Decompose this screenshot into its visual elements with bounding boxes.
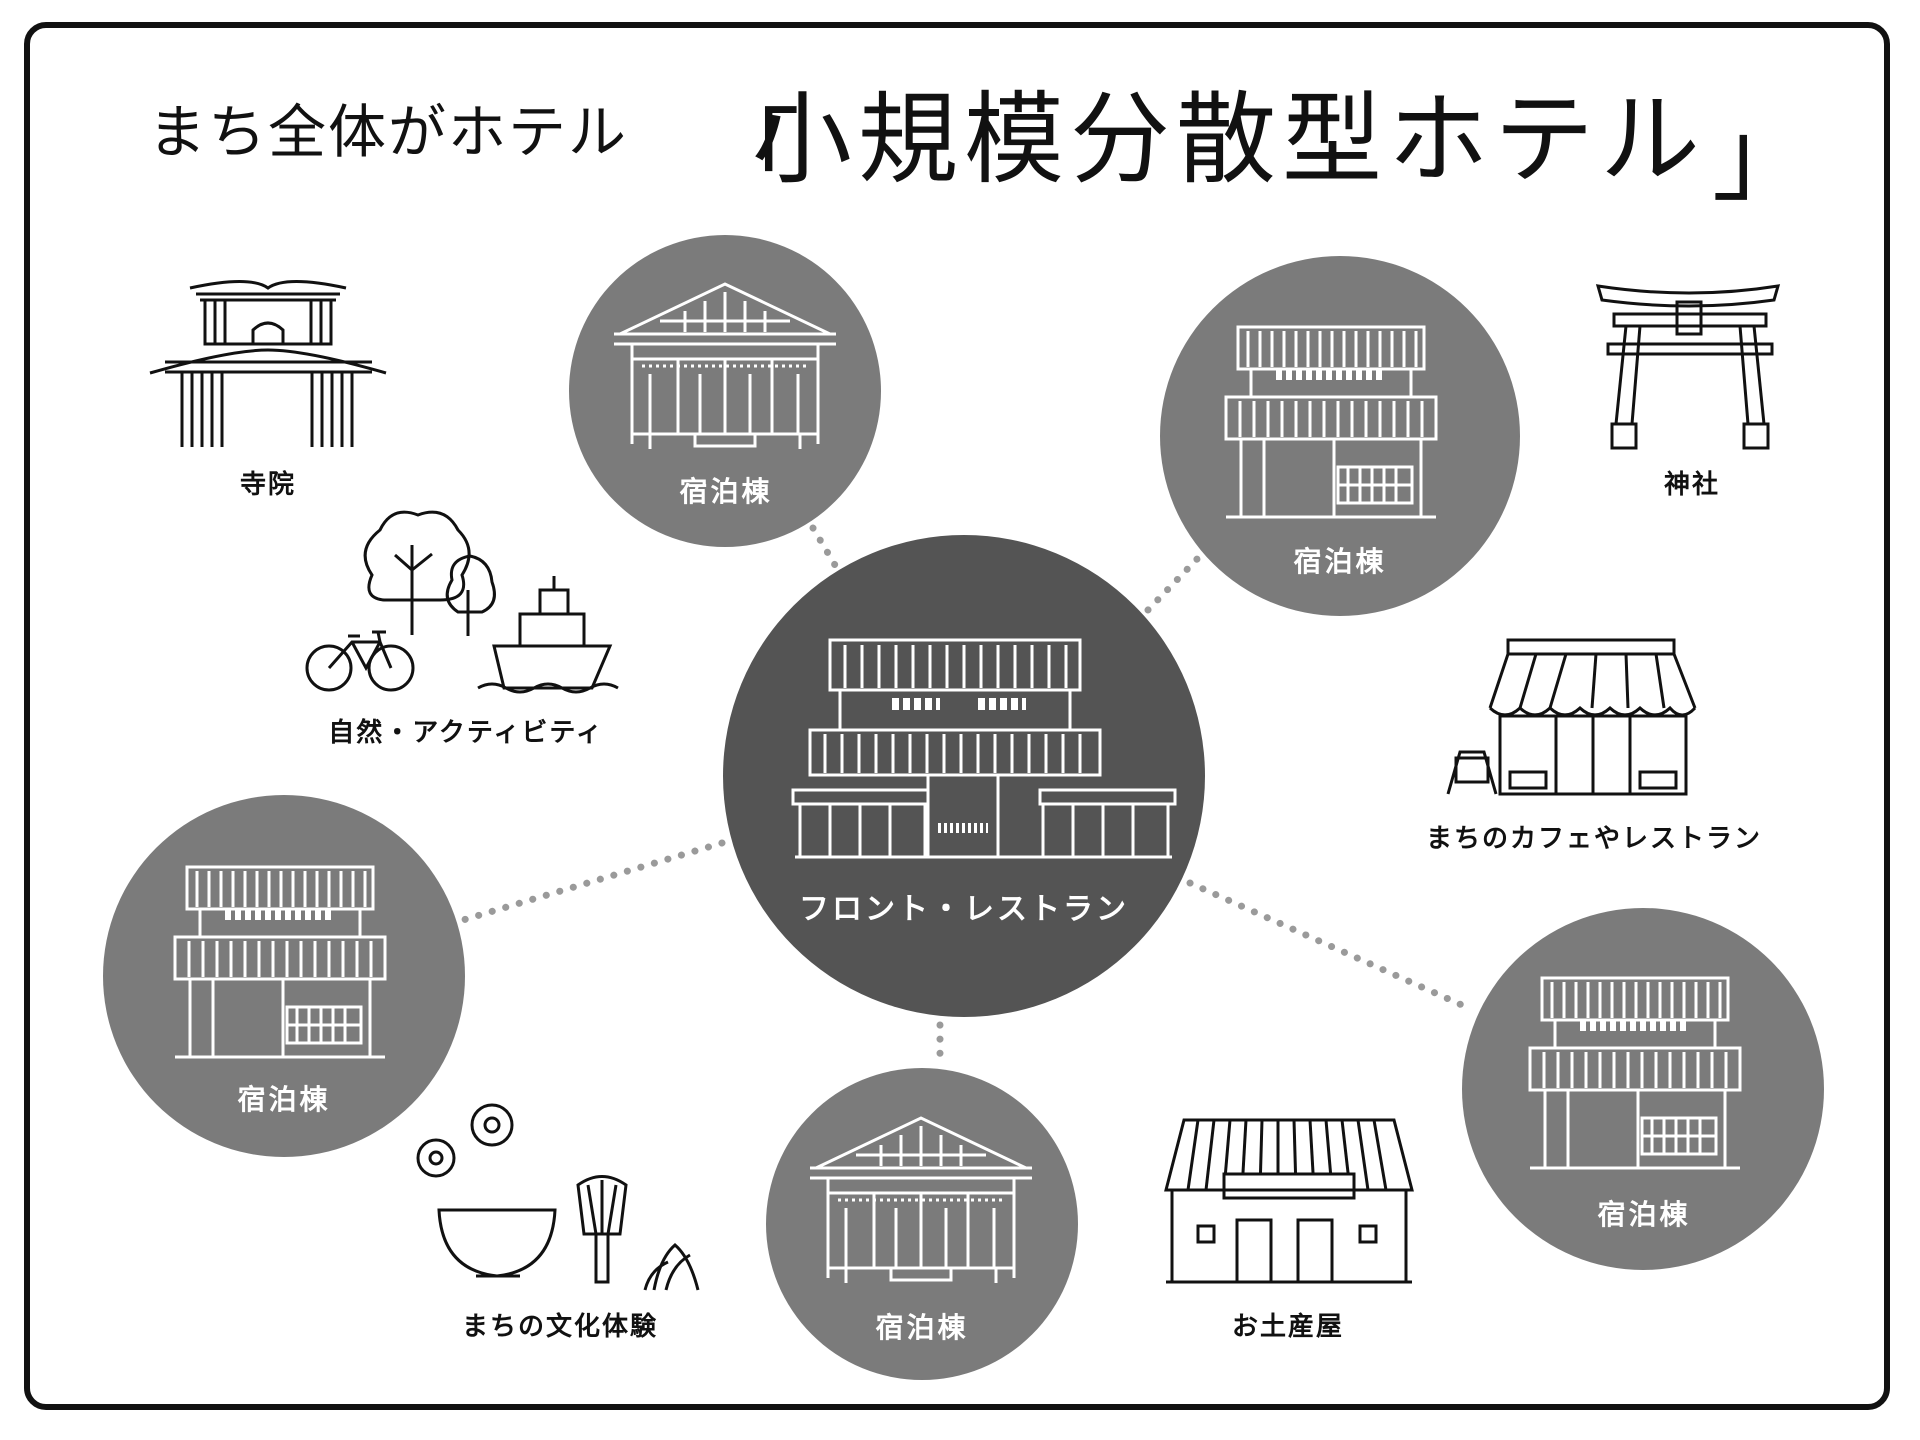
connector-right: [1186, 879, 1477, 1014]
front-restaurant-building-icon: [791, 638, 1177, 859]
lodging-house-icon-top-left: [612, 282, 838, 451]
lodging-label-left: 宿泊棟: [237, 1083, 331, 1116]
cafe-restaurant-label: まちのカフェやレストラン: [1425, 824, 1763, 854]
culture-experience-label: まちの文化体験: [461, 1312, 659, 1342]
lodging-house-icon-bottom: [808, 1116, 1034, 1285]
temple-label: 寺院: [239, 470, 297, 500]
nature-activity-label: 自然・アクティビティ: [328, 718, 604, 748]
lodging-circle-left[interactable]: [103, 795, 465, 1157]
lodging-machiya-icon-left: [175, 867, 385, 1057]
title-main: 小規模分散型ホテル: [752, 81, 1706, 198]
souvenir-shop-icon: [1164, 1118, 1414, 1284]
lodging-machiya-icon-right: [1530, 978, 1740, 1168]
cafe-storefront-icon: [1446, 638, 1697, 796]
front-restaurant-label: フロント・レストラン: [799, 892, 1129, 927]
nature-activity-icon: [305, 510, 619, 694]
temple-icon: [149, 280, 387, 447]
diagram-frame: [24, 22, 1890, 1410]
souvenir-shop-label: お土産屋: [1231, 1312, 1345, 1342]
lodging-label-top-right: 宿泊棟: [1293, 545, 1387, 578]
connector-left: [459, 839, 726, 924]
title-prefix: まち全体がホテル: [148, 98, 629, 166]
connector-top-right: [1144, 552, 1204, 614]
lodging-label-right: 宿泊棟: [1597, 1198, 1691, 1231]
lodging-label-bottom: 宿泊棟: [875, 1311, 969, 1344]
culture-experience-icon: [416, 1103, 700, 1291]
title-open-bracket: 「: [700, 98, 800, 215]
lodging-machiya-icon-top-right: [1226, 327, 1436, 517]
lodging-circle-top-right[interactable]: [1160, 256, 1520, 616]
lodging-label-top-left: 宿泊棟: [679, 475, 773, 508]
shrine-torii-icon: [1595, 284, 1781, 450]
shrine-label: 神社: [1663, 470, 1721, 500]
title-close-bracket: 」: [1712, 98, 1812, 215]
